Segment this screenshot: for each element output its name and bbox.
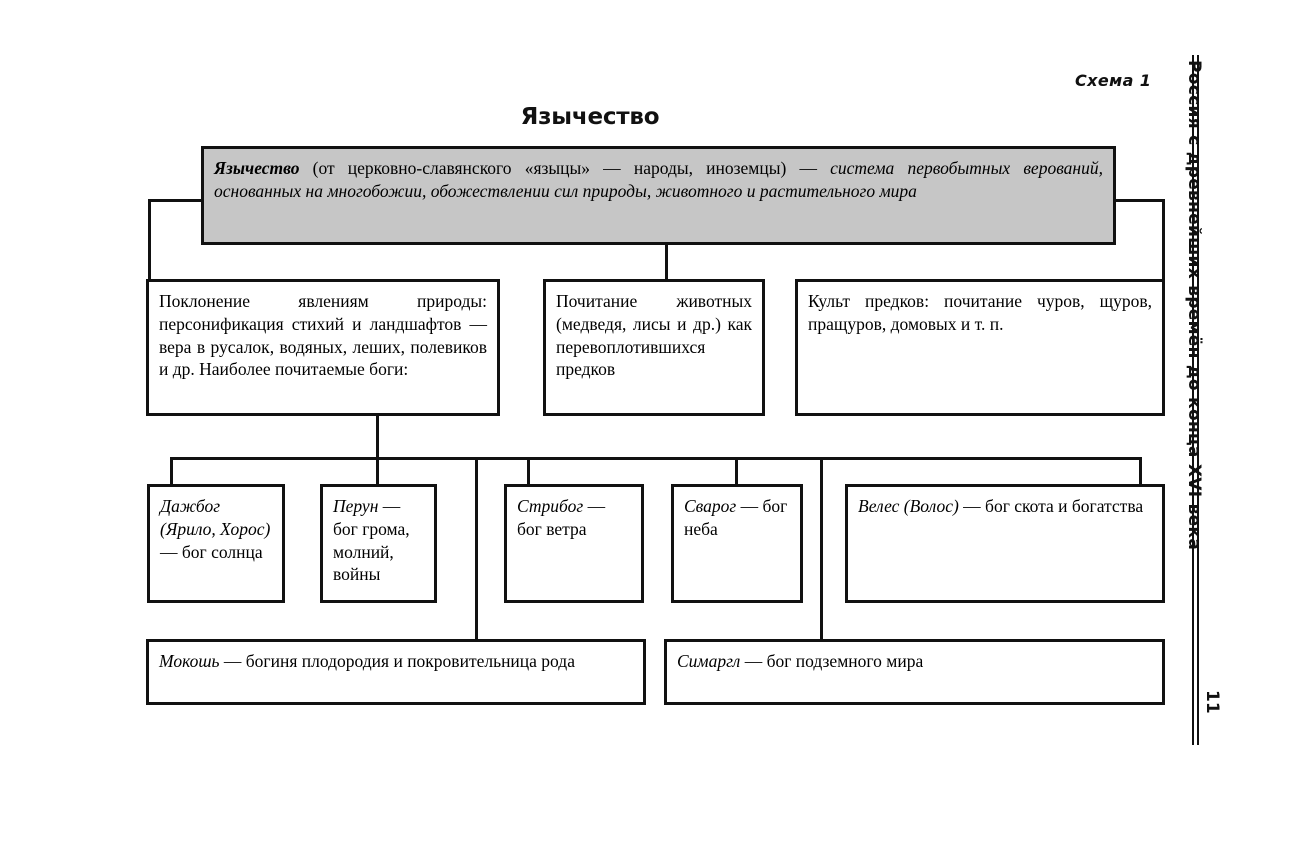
page-title: Язычество	[520, 104, 660, 130]
node-god-stribog: Стрибог — бог ветра	[504, 484, 644, 603]
connector-bus-to-simargl	[820, 457, 823, 639]
node-root-paganism: Язычество (от церковно-славянского «языц…	[201, 146, 1116, 245]
node-god-simargl-name: Симаргл	[677, 651, 741, 671]
connector-bus-to-perun	[376, 457, 379, 485]
node-nature-worship: Поклонение явлениям природы: персонифика…	[146, 279, 500, 416]
node-god-stribog-name: Стрибог	[517, 496, 584, 516]
connector-root-right-vertical	[1162, 199, 1165, 279]
edge-rule-inner	[1192, 55, 1194, 745]
node-god-perun-desc: — бог грома, молний, войны	[333, 496, 410, 585]
connector-bus-to-mokosh	[475, 457, 478, 639]
node-root-definition-italic: система первобытных верований, основанны…	[214, 158, 1103, 201]
page-number: 11	[1202, 690, 1222, 714]
node-god-dazhbog-name: Дажбог (Ярило, Хорос)	[160, 496, 271, 539]
connector-root-center-vertical	[665, 243, 668, 279]
node-god-stribog-desc: — бог ветра	[517, 496, 606, 539]
node-god-simargl-desc: — бог подземного мира	[740, 651, 924, 671]
connector-bus-to-dazhbog	[170, 457, 173, 485]
connector-gods-bus	[170, 457, 1142, 460]
node-god-veles-desc: — бог скота и богатства	[958, 496, 1144, 516]
node-ancestor-cult-text: Культ предков: почитание чуров, щуров, п…	[808, 291, 1152, 334]
node-god-mokosh-name: Мокошь	[159, 651, 220, 671]
running-head-text: Россия с древнейших времён до конца XVI …	[1184, 60, 1204, 551]
connector-bus-to-stribog	[527, 457, 530, 485]
connector-root-left-horizontal	[148, 199, 204, 202]
node-god-svarog: Сварог — бог неба	[671, 484, 803, 603]
edge-rule-outer	[1197, 55, 1199, 745]
edge-rule-decoration	[1192, 55, 1199, 745]
connector-root-left-vertical	[148, 199, 151, 279]
connector-nature-to-bus-vertical	[376, 415, 379, 460]
scheme-number-label: Схема 1	[1075, 71, 1152, 90]
connector-root-right-horizontal	[1113, 199, 1165, 202]
node-animal-veneration: Почитание животных (медведя, лисы и др.)…	[543, 279, 765, 416]
node-root-term: Язычество	[214, 158, 300, 178]
node-god-veles: Велес (Волос) — бог скота и богатства	[845, 484, 1165, 603]
connector-bus-to-svarog	[735, 457, 738, 485]
node-god-mokosh: Мокошь — богиня плодородия и покровитель…	[146, 639, 646, 705]
node-god-svarog-desc: — бог неба	[684, 496, 788, 539]
node-root-definition-plain: (от церковно-славянского «языцы» — народ…	[299, 158, 831, 178]
node-god-perun-name: Перун	[333, 496, 379, 516]
node-ancestor-cult: Культ предков: почитание чуров, щуров, п…	[795, 279, 1165, 416]
node-god-mokosh-desc: — богиня плодородия и покровительница ро…	[219, 651, 575, 671]
node-god-dazhbog: Дажбог (Ярило, Хорос) — бог солнца	[147, 484, 285, 603]
node-god-dazhbog-desc: — бог солнца	[160, 541, 263, 562]
node-animal-veneration-text: Почитание животных (медведя, лисы и др.)…	[556, 291, 752, 380]
node-god-simargl: Симаргл — бог подземного мира	[664, 639, 1165, 705]
node-god-svarog-name: Сварог	[684, 496, 737, 516]
node-god-veles-name: Велес (Волос)	[858, 496, 959, 516]
node-god-perun: Перун — бог грома, молний, войны	[320, 484, 437, 603]
node-nature-worship-text: Поклонение явлениям природы: персонифика…	[159, 291, 487, 380]
connector-bus-to-veles	[1139, 457, 1142, 485]
